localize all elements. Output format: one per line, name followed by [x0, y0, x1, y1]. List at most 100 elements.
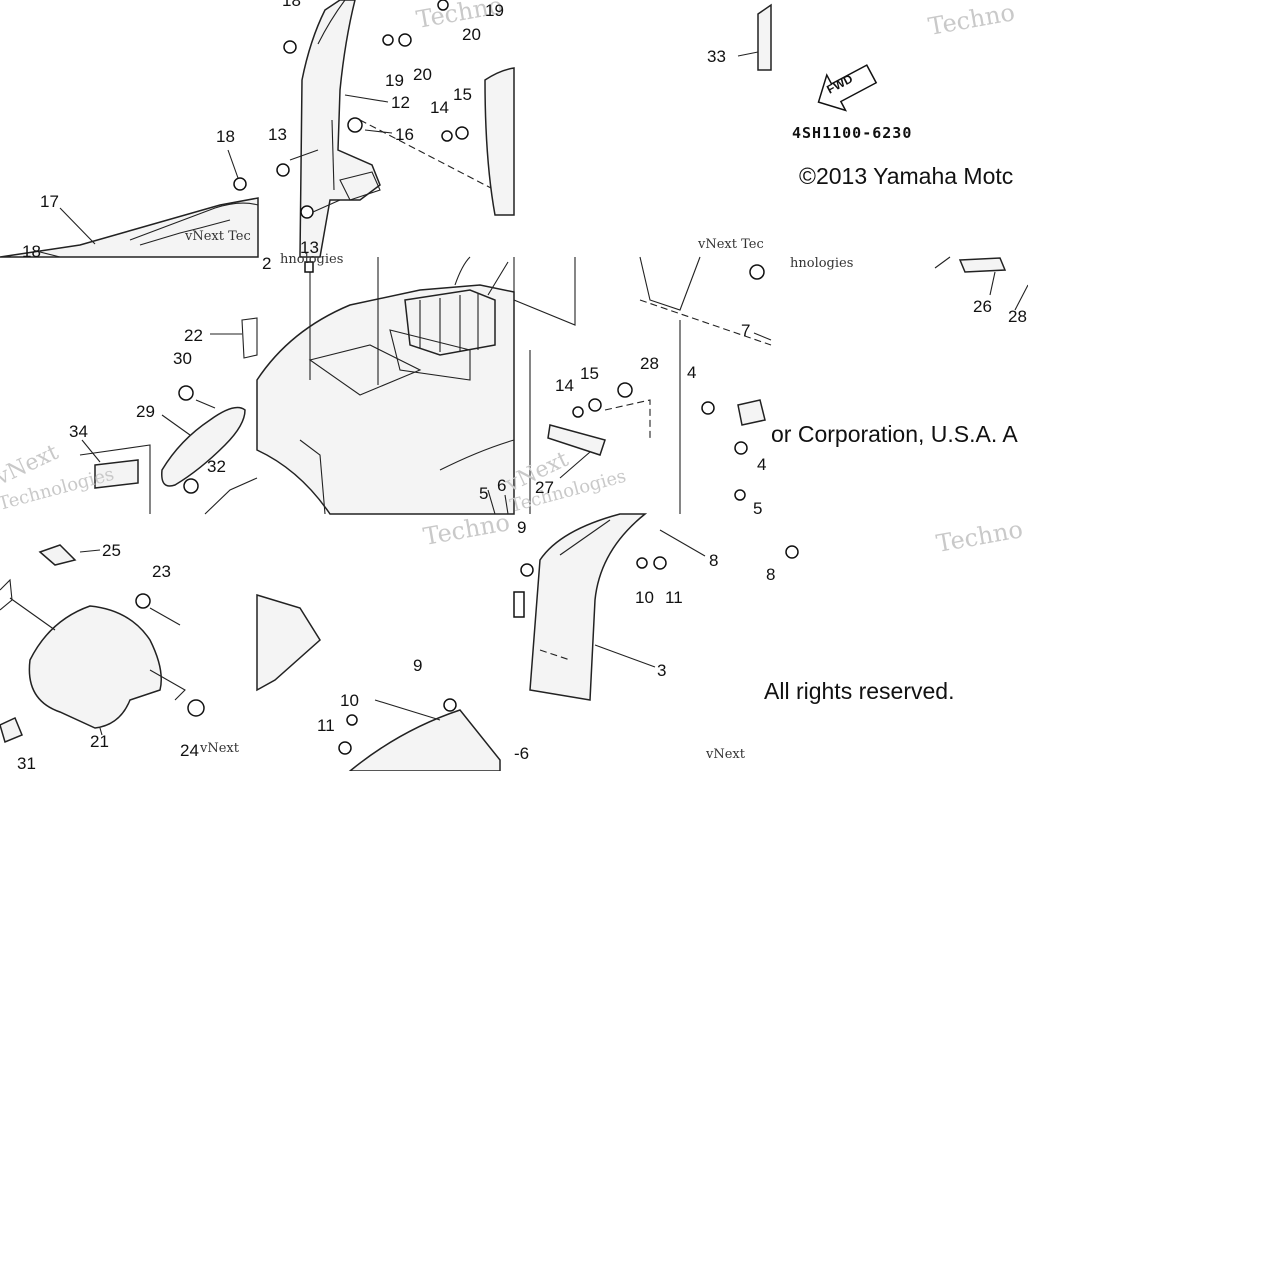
- leader-12: [344, 94, 389, 103]
- callout-6: -6: [514, 744, 529, 763]
- tray-outline-2: [389, 329, 471, 381]
- bracket: [339, 171, 381, 201]
- callout-34: 34: [69, 422, 88, 441]
- hose: [454, 256, 471, 286]
- bracket-26: [958, 257, 1007, 273]
- nut-11: [653, 556, 667, 570]
- fwd-arrow: [817, 64, 878, 112]
- guide-dash: [539, 649, 571, 661]
- bracket-27: [547, 424, 606, 456]
- leader-16: [364, 129, 393, 134]
- callout-13: 13: [268, 125, 287, 144]
- fender-seam: [331, 119, 335, 191]
- nut-top: [749, 264, 765, 280]
- bolt-side: [513, 591, 525, 618]
- tile-top-right-blank: [737, 3, 772, 71]
- bolt-32: [183, 478, 199, 494]
- callout-16: 16: [395, 125, 414, 144]
- cover-side: [0, 578, 13, 611]
- callout-23: 23: [152, 562, 171, 581]
- reflector-34: [94, 459, 139, 489]
- side-cover-edge: [129, 202, 259, 241]
- washer-5: [734, 489, 746, 501]
- callout-14: 14: [555, 376, 574, 395]
- blank-area-bottom: [0, 771, 1285, 1285]
- copyright-line-2: or Corporation, U.S.A. A: [771, 421, 1018, 447]
- leader-30: [195, 399, 216, 409]
- grab-bar-29: [161, 406, 246, 487]
- bolt-8b: [785, 545, 799, 559]
- leader-23: [149, 607, 181, 626]
- callout-18: 18: [22, 242, 41, 261]
- callout-28: 28: [640, 354, 659, 373]
- callout-13: 13: [300, 238, 319, 257]
- rear-fender-12: [299, 0, 381, 258]
- bolt-28: [617, 382, 633, 398]
- washer-19: [382, 34, 394, 46]
- leader-13b: [312, 199, 341, 213]
- watermark-small-4: hnologies: [790, 256, 853, 271]
- leader-17: [59, 207, 96, 245]
- tile-top-left: [0, 149, 259, 258]
- screw-9: [520, 563, 534, 577]
- callout-6: 6: [497, 476, 506, 495]
- callout-10: 10: [635, 588, 654, 607]
- bracket-32: [204, 477, 258, 515]
- dash-line-2: [639, 299, 772, 346]
- mudguard-flap: [374, 699, 441, 721]
- washer-10b: [346, 714, 358, 726]
- leader-21: [99, 727, 103, 736]
- watermark-big-4: Techno: [934, 515, 1025, 558]
- tile-bottom-far-right: [785, 545, 799, 559]
- tile-middle-left: [79, 317, 258, 515]
- callout-2: 2: [262, 254, 271, 273]
- copyright-line-3: All rights reserved.: [764, 678, 955, 704]
- callout-5: 5: [753, 499, 762, 518]
- callout-12: 12: [391, 93, 410, 112]
- bolt-2: [304, 261, 314, 273]
- callout-4: 4: [757, 455, 766, 474]
- callout-21: 21: [90, 732, 109, 751]
- callout-18: 18: [216, 127, 235, 146]
- callout-8: 8: [709, 551, 718, 570]
- callout-32: 32: [207, 457, 226, 476]
- watermark-small-6: vNext: [705, 747, 746, 762]
- watermark-small-5: vNext: [199, 741, 240, 756]
- callout-31: 31: [17, 754, 36, 773]
- splash-guard-3: [529, 513, 648, 701]
- tile-top-center: [276, 0, 515, 258]
- callout-labels: 18 19 20 19 20 12 13 16 14 15 18 17 18 1…: [17, 0, 1027, 773]
- leader-8: [659, 529, 706, 557]
- bolt-30: [178, 385, 194, 401]
- guide-line: [604, 399, 651, 440]
- decal-33: [757, 3, 772, 71]
- tile-middle-center: [256, 256, 515, 515]
- tile-bottom-center: [256, 593, 501, 772]
- callout-18: 18: [282, 0, 301, 10]
- callout-11: 11: [665, 588, 683, 607]
- callout-25: 25: [102, 541, 121, 560]
- leader-25: [79, 549, 101, 553]
- tile-middle-right: [487, 256, 772, 515]
- callout-9: 9: [413, 656, 422, 675]
- frame-outline: [513, 257, 576, 326]
- cover-tab: [149, 669, 186, 701]
- callout-20: 20: [462, 25, 481, 44]
- callout-27: 27: [535, 478, 554, 497]
- cover-21: [28, 605, 162, 729]
- screw-13b: [300, 205, 314, 219]
- mudguard-left: [256, 593, 321, 692]
- callout-22: 22: [184, 326, 203, 345]
- clip-31: [0, 716, 23, 744]
- watermark-small-1: vNext Tec: [184, 229, 251, 244]
- side-cover-17: [0, 197, 259, 258]
- washer-14: [441, 130, 453, 142]
- clip-25: [38, 544, 77, 566]
- screw-9b: [443, 698, 457, 712]
- callout-15: 15: [580, 364, 599, 383]
- battery-box: [404, 289, 496, 356]
- leader-28b: [1014, 284, 1029, 311]
- leader-27: [559, 451, 591, 479]
- watermark-small-2: hnologies: [280, 252, 343, 267]
- fender-inner-edge: [317, 0, 346, 45]
